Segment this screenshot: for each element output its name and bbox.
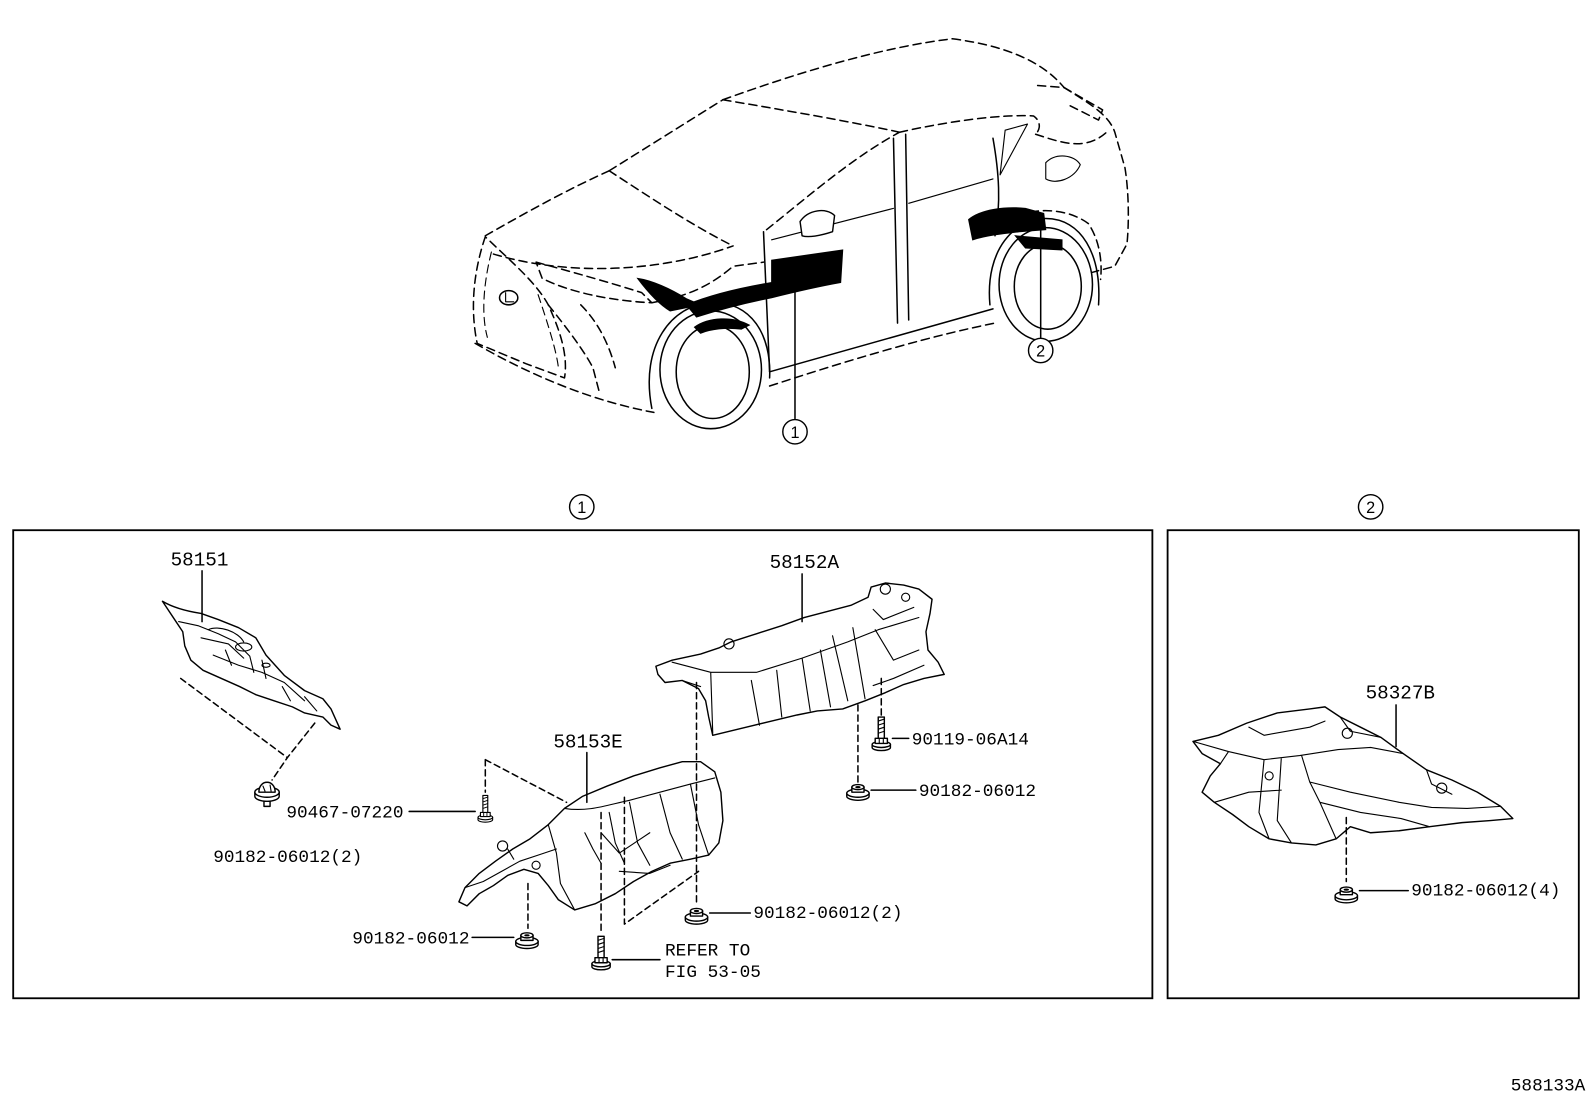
nut-90182-06012-right <box>846 783 870 801</box>
vehicle-front-door-edge <box>762 230 771 373</box>
part-58327B-hole-2 <box>1436 782 1448 794</box>
shield-location-rear-arch <box>1014 235 1063 251</box>
part-58153E-hole-2 <box>531 860 541 870</box>
vehicle-a-pillar <box>765 131 901 231</box>
vehicle-hood-front-edge <box>484 170 610 237</box>
vehicle-windshield-header <box>722 98 901 133</box>
section-1: 1 58151 90182-06012(2) 58152A 90119-06A1… <box>12 493 1154 1000</box>
section-1-frame <box>12 529 1154 1000</box>
part-58151-detail <box>178 621 318 712</box>
vehicle-windshield-far-pillar <box>608 98 724 172</box>
part-58152A-detail <box>671 606 925 734</box>
part-58327B-outline <box>1192 706 1514 846</box>
vehicle-overview: 1 2 <box>472 38 1130 445</box>
callout-1-circle <box>782 418 808 445</box>
part-58327B-hole-3 <box>1264 771 1274 781</box>
reference-note-line-1[interactable]: REFER TO <box>665 942 750 962</box>
fastener-90182-06012-2-middle-label[interactable]: 90182-06012(2) <box>753 904 902 924</box>
vehicle-quarter-window <box>999 123 1029 176</box>
vehicle-rear-fender <box>994 209 1102 281</box>
part-58151-drawing <box>161 600 341 730</box>
part-58151-outline <box>161 600 341 730</box>
shield-location-front-arch <box>693 318 751 334</box>
part-58152A-hole-1 <box>723 638 735 650</box>
vehicle-spindle-grille <box>472 236 567 379</box>
callout-1[interactable]: 1 <box>782 418 808 445</box>
figure-code: 588133A <box>1511 1077 1586 1097</box>
vehicle-lower-bumper <box>474 342 655 414</box>
part-58327B-detail <box>1192 716 1502 844</box>
vehicle-cowl <box>608 170 734 247</box>
part-58153E-label[interactable]: 58153E <box>553 731 622 753</box>
part-58153E-hole-1 <box>496 840 509 852</box>
part-58153E-drawing <box>458 760 724 911</box>
part-58151-install-line <box>179 677 316 781</box>
clip-90467-07220 <box>477 794 494 823</box>
callout-1-number: 1 <box>790 424 799 442</box>
nut-90182-06012-bottom <box>515 932 539 950</box>
vehicle-bumper-vent <box>547 304 617 392</box>
nut-90182-06012-4 <box>1334 886 1359 904</box>
vehicle-front-wheel-arch <box>648 302 771 410</box>
fastener-90182-06012-2-left-label[interactable]: 90182-06012(2) <box>213 848 362 868</box>
part-58327B-label[interactable]: 58327B <box>1366 683 1435 705</box>
shield-location-rear-floor <box>968 207 1047 241</box>
vehicle-front-wheel <box>675 324 751 420</box>
nut-90182-06012-middle <box>684 907 709 925</box>
vehicle-rear-hatch <box>1063 86 1130 274</box>
vehicle-rocker-lower <box>768 322 996 387</box>
vehicle-rear-wheel-arch <box>988 217 1100 306</box>
vehicle-sill <box>768 308 994 373</box>
bolt-90119-06A14 <box>871 716 892 752</box>
part-58327B-hole-1 <box>1341 727 1353 739</box>
shield-58152A-to-58153E-install-lines <box>623 681 700 925</box>
section-2: 2 58327B 90182-06012(4) <box>1166 493 1580 1000</box>
part-58151-hole-small <box>261 662 271 668</box>
callout-2[interactable]: 2 <box>1027 337 1054 364</box>
vehicle-grille-inner <box>483 251 559 369</box>
vehicle-rear-wheel <box>1013 243 1083 330</box>
vehicle-hood-crease <box>492 245 734 270</box>
part-58327B-drawing <box>1192 706 1514 846</box>
section-2-callout-circle <box>1357 493 1384 520</box>
vehicle-roof-far-edge <box>722 38 954 101</box>
vehicle-headlight <box>535 261 653 304</box>
part-58152A-hole-2 <box>879 583 891 595</box>
fastener-90182-06012-4-label[interactable]: 90182-06012(4) <box>1411 882 1560 902</box>
section-1-callout-number: 1 <box>577 499 586 517</box>
vehicle-mirror <box>799 209 836 238</box>
part-58151-label[interactable]: 58151 <box>171 550 229 572</box>
part-58152A-hole-3 <box>901 592 911 602</box>
callout-2-number: 2 <box>1036 343 1045 361</box>
fastener-90467-07220-label[interactable]: 90467-07220 <box>286 804 403 824</box>
vehicle-rear-spoiler <box>1036 84 1104 121</box>
part-58152A-drawing <box>655 582 945 737</box>
clip-90182-06012-left <box>254 781 280 808</box>
shield-location-front-floor <box>685 249 844 318</box>
fastener-90119-06A14-label[interactable]: 90119-06A14 <box>912 730 1029 750</box>
part-58152A-label[interactable]: 58152A <box>770 552 840 574</box>
clip-90467-07220-install-lines <box>484 758 568 804</box>
reference-bolt <box>591 935 611 971</box>
vehicle-c-pillar <box>1034 129 1110 145</box>
fastener-90182-06012-bottom-label[interactable]: 90182-06012 <box>352 929 469 949</box>
part-58153E-outline <box>458 760 724 911</box>
reference-note-line-2[interactable]: FIG 53-05 <box>665 963 761 983</box>
part-58153E-detail <box>464 777 716 911</box>
callout-2-circle <box>1027 337 1054 364</box>
section-2-frame <box>1166 529 1580 1000</box>
vehicle-b-pillar <box>892 133 910 324</box>
section-2-callout-number: 2 <box>1366 499 1375 517</box>
section-1-callout-circle <box>568 493 595 520</box>
fastener-90182-06012-right-label[interactable]: 90182-06012 <box>919 782 1036 802</box>
vehicle-tail-lamp <box>1045 155 1081 182</box>
vehicle-roof-rear <box>951 38 1065 89</box>
vehicle-side-window-top <box>898 114 1041 136</box>
part-58151-hole <box>234 642 253 652</box>
vehicle-emblem-letter <box>505 292 515 303</box>
vehicle-emblem <box>498 289 519 306</box>
